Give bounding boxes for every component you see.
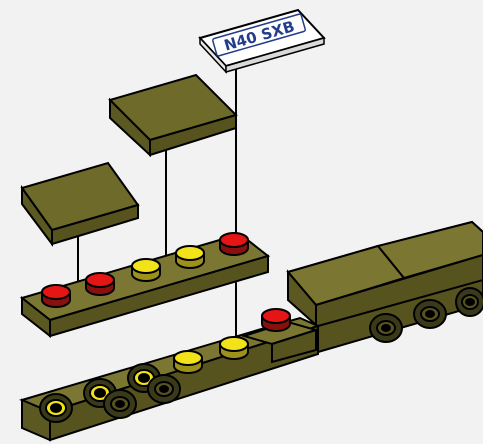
stud-yellow xyxy=(132,259,160,281)
wheel-dark xyxy=(104,390,136,418)
stud-yellow xyxy=(220,337,248,359)
wheel-dark xyxy=(456,288,483,316)
wheel-yellow-hub xyxy=(40,394,72,422)
wheel-dark xyxy=(148,375,180,403)
wheel-dark xyxy=(370,314,402,342)
stud-red xyxy=(220,233,248,255)
stud-yellow xyxy=(176,246,204,268)
stud-yellow xyxy=(174,351,202,373)
stud-red xyxy=(42,285,70,307)
wheel-dark xyxy=(414,300,446,328)
stud-red xyxy=(262,309,290,331)
stud-red xyxy=(86,273,114,295)
